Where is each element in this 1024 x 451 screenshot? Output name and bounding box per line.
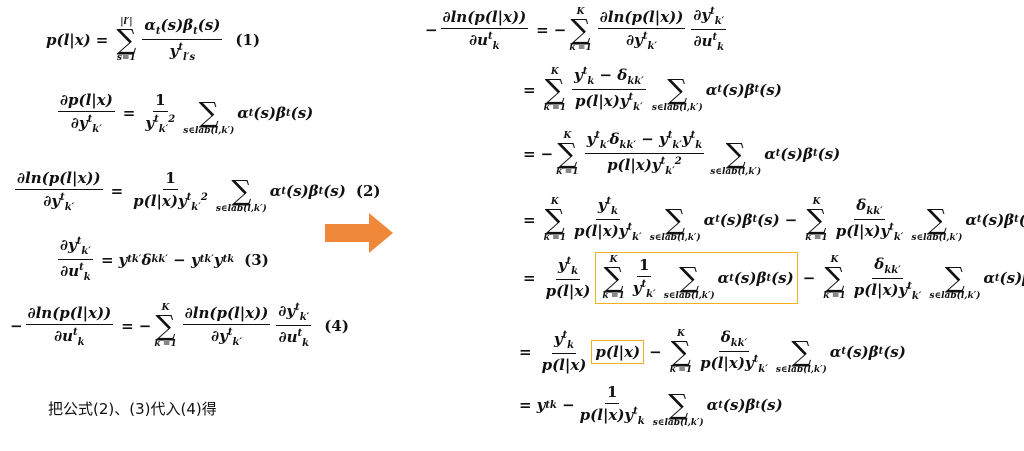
caption: 把公式(2)、(3)代入(4)得 bbox=[48, 400, 217, 418]
label-4: (4) bbox=[324, 316, 349, 335]
eq4: −∂ln(p(l|x))∂utk = − K∑k′=1 ∂ln(p(l|x))∂… bbox=[10, 302, 349, 349]
rhs-line-0: −∂ln(p(l|x))∂utk = − K∑k′=1 ∂ln(p(l|x))∂… bbox=[425, 6, 727, 53]
label-1: (1) bbox=[235, 30, 261, 49]
highlight-box-2: p(l|x) bbox=[591, 339, 645, 364]
label-3: (3) bbox=[244, 250, 269, 269]
eq1: p(l|x) = |l′|∑s=1 αt(s)βt(s)ytl′s (1) bbox=[46, 16, 261, 63]
label-2: (2) bbox=[355, 182, 381, 200]
right-arrow-icon bbox=[325, 213, 393, 253]
rhs-line-1: = K∑k′=1 ytk − δkk′p(l|x)ytk′ ∑s∈lab(l,k… bbox=[523, 66, 782, 113]
